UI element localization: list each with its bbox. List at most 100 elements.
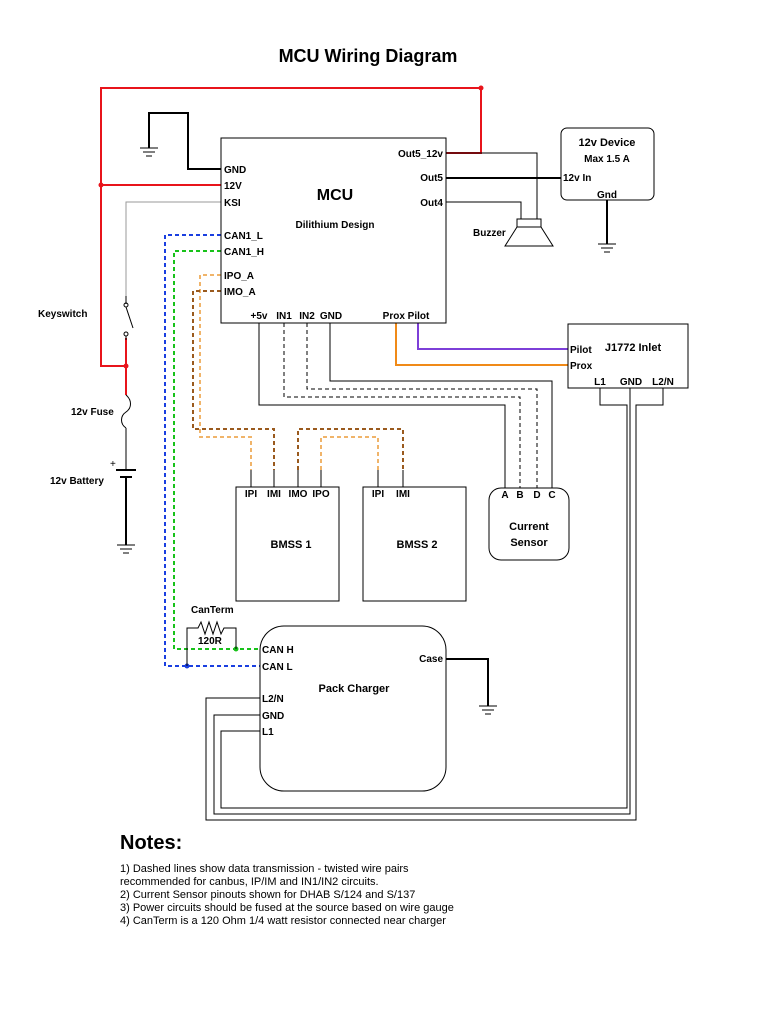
wire-12v-keyswitch [100,185,127,367]
device-rating: Max 1.5 A [584,154,630,165]
keyswitch-contact-bottom [123,331,129,337]
wire-can-l [164,234,260,667]
wire-prox [395,323,568,366]
inlet-name: J1772 Inlet [605,342,662,354]
mcu-pin-imo-a: IMO_A [224,287,256,298]
wire-in1-sensor [283,323,521,488]
bmss1-pin-imo: IMO [289,489,308,500]
wire-charger-case [446,658,489,706]
inlet-box [567,323,689,389]
sensor-pin-c: C [548,490,555,501]
mcu-name: MCU [317,187,353,204]
wire-5v-sensor [258,323,506,488]
mcu-box [220,137,447,324]
note-line: 1) Dashed lines show data transmission -… [120,863,409,875]
device-name: 12v Device [579,137,636,149]
bmss2-name: BMSS 2 [397,539,438,551]
wire-in2-sensor [306,323,538,488]
canterm-label: CanTerm [191,605,234,616]
mcu-pin-out4: Out4 [420,198,443,209]
bmss1-pin-ipo: IPO [312,489,329,500]
buzzer-body [516,218,542,228]
fuse-symbol [121,394,131,429]
charger-pin-can-h: CAN H [262,645,294,656]
canterm-value: 120R [198,636,223,647]
note-line: recommended for canbus, IP/IM and IN1/IN… [120,876,379,888]
wire-bmss1-imo [297,428,404,470]
inlet-pin-prox: Prox [570,361,593,372]
sensor-name-line1: Current [509,521,549,533]
battery-plus: + [110,459,116,470]
notes-section: Notes: 1) Dashed lines show data transmi… [120,832,720,928]
mcu-pin-ksi: KSI [224,198,241,209]
note-line: 2) Current Sensor pinouts shown for DHAB… [120,889,416,901]
wire-ksi [125,201,221,296]
wire-gnd-sensor [329,323,553,488]
mcu-pin-prox-pilot: Prox Pilot [383,311,430,322]
device-gnd-label: Gnd [597,190,617,201]
wire-can-h [173,250,260,650]
bmss1-name: BMSS 1 [271,539,312,551]
mcu-pin-ipo-a: IPO_A [224,271,254,282]
bmss1-pin-ipi: IPI [245,489,257,500]
charger-pin-l2n: L2/N [262,694,284,705]
charger-pin-gnd: GND [262,711,284,722]
mcu-pin-5v: +5v [251,311,268,322]
charger-pin-l1: L1 [262,727,274,738]
charger-pin-can-l: CAN L [262,662,293,673]
inlet-pin-gnd: GND [620,377,642,388]
device-in-label: 12v In [563,173,591,184]
sensor-pin-b: B [516,490,523,501]
mcu-pin-can1-l: CAN1_L [224,231,263,242]
wire-bmss1-ipo [320,436,379,470]
bmss2-pin-ipi: IPI [372,489,384,500]
mcu-pin-can1-h: CAN1_H [224,247,264,258]
wire-out5-12v-buzzer [446,152,538,219]
charger-case-label: Case [419,654,443,665]
charger-box [259,625,447,792]
junction-12v-mcu [98,182,104,188]
canterm-resistor [186,620,237,666]
wire-ipo-a [199,274,252,470]
sensor-pin-d: D [533,490,540,501]
bmss2-pin-imi: IMI [396,489,410,500]
keyswitch-label: Keyswitch [38,309,87,320]
wire-pilot [417,323,568,350]
bmss1-pin-imi: IMI [267,489,281,500]
mcu-pin-out5-12v: Out5_12v [398,149,443,160]
wire-mcu-gnd [148,112,221,170]
mcu-pin-12v: 12V [224,181,242,192]
buzzer-cone [504,226,554,247]
buzzer-label: Buzzer [473,228,506,239]
mcu-pin-in2: IN2 [299,311,315,322]
junction-12v-fuse [123,363,129,369]
bmss2-box [362,486,467,602]
inlet-pin-l1: L1 [594,377,606,388]
notes-heading: Notes: [120,832,183,854]
junction-12v-top [478,85,484,91]
fuse-label: 12v Fuse [71,407,114,418]
diagram-title: MCU Wiring Diagram [279,46,458,66]
wire-l2n [205,388,664,821]
current-sensor-box [488,487,570,561]
mcu-pin-gnd: GND [224,165,246,176]
mcu-pin-out5: Out5 [420,173,443,184]
note-line: 3) Power circuits should be fused at the… [120,902,454,914]
wire-gnd-mains [213,388,631,815]
sensor-pin-a: A [501,490,508,501]
bmss1-box [235,486,340,602]
wire-l1 [220,388,628,809]
inlet-pin-pilot: Pilot [570,345,592,356]
device-box [560,127,655,201]
mcu-pin-in1: IN1 [276,311,292,322]
charger-name: Pack Charger [319,683,391,695]
wire-out4-buzzer [446,201,522,219]
inlet-pin-l2n: L2/N [652,377,674,388]
mcu-pin-gnd-bottom: GND [320,311,342,322]
sensor-name-line2: Sensor [510,537,548,549]
note-line: 4) CanTerm is a 120 Ohm 1/4 watt resisto… [120,915,446,927]
wire-imo-a [192,290,275,470]
mcu-maker: Dilithium Design [296,220,375,231]
keyswitch-lever [125,306,134,329]
